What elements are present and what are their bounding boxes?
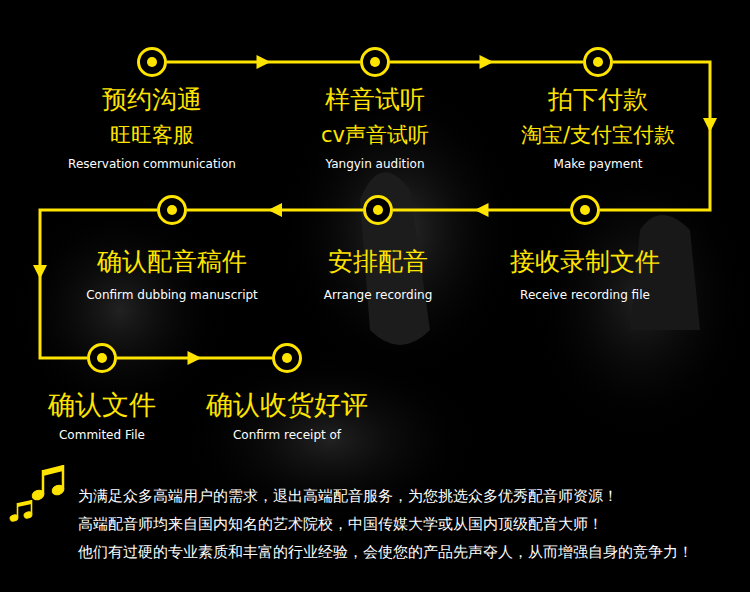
flow-connector bbox=[117, 351, 272, 365]
stage-light bbox=[10, 200, 230, 420]
step-english: Confirm receipt of bbox=[206, 427, 368, 443]
step-node: 预约沟通旺旺客服Reservation communication bbox=[137, 47, 167, 77]
step-node: 样音试听cv声音试听Yangyin audition bbox=[360, 47, 390, 77]
arrow-head bbox=[188, 351, 202, 365]
arrow-head bbox=[257, 55, 271, 69]
step-english: Receive recording file bbox=[510, 287, 660, 303]
step-title: 接收录制文件 bbox=[510, 247, 660, 277]
center-dot bbox=[593, 57, 603, 67]
step-english: Yangyin audition bbox=[321, 156, 429, 172]
flow-connector bbox=[187, 203, 363, 217]
step-node: 确认文件Commited File bbox=[87, 343, 117, 373]
step-title: 样音试听 bbox=[321, 85, 429, 115]
music-note-icon bbox=[9, 465, 65, 522]
step-title: 预约沟通 bbox=[68, 85, 236, 115]
step-node: 安排配音Arrange recording bbox=[363, 195, 393, 225]
step-title: 安排配音 bbox=[324, 247, 433, 277]
step-english: Reservation communication bbox=[68, 156, 236, 172]
notes: 为满足众多高端用户的需求，退出高端配音服务，为您挑选众多优秀配音师资源！高端配音… bbox=[78, 482, 743, 566]
step-text: 确认配音稿件 Confirm dubbing manuscript bbox=[86, 247, 258, 303]
step-title: 确认文件 bbox=[48, 389, 156, 421]
step-title: 确认收货好评 bbox=[206, 389, 368, 421]
step-text: 拍下付款淘宝/支付宝付款 Make payment bbox=[521, 85, 675, 172]
center-dot bbox=[370, 57, 380, 67]
center-dot bbox=[97, 353, 107, 363]
step-subtitle: 淘宝/支付宝付款 bbox=[521, 122, 675, 148]
arrow-head bbox=[268, 203, 282, 217]
step-node: 接收录制文件Receive recording file bbox=[570, 195, 600, 225]
step-node: 确认配音稿件Confirm dubbing manuscript bbox=[157, 195, 187, 225]
step-text: 预约沟通旺旺客服 Reservation communication bbox=[68, 85, 236, 172]
center-dot bbox=[373, 205, 383, 215]
stage-light bbox=[280, 80, 520, 380]
center-dot bbox=[580, 205, 590, 215]
connector-line bbox=[40, 210, 157, 358]
step-text: 确认收货好评 Confirm receipt of bbox=[206, 389, 368, 443]
flow-connector bbox=[390, 55, 583, 69]
flow-connector bbox=[167, 55, 360, 69]
note-text: 他们有过硬的专业素质和丰富的行业经验，会使您的产品先声夺人，从而增强自身的竞争力… bbox=[78, 538, 743, 566]
step-english: Commited File bbox=[48, 427, 156, 443]
step-english: Confirm dubbing manuscript bbox=[86, 287, 258, 303]
note-text: 为满足众多高端用户的需求，退出高端配音服务，为您挑选众多优秀配音师资源！ bbox=[78, 482, 743, 510]
step-text: 样音试听 cv声音试听 Yangyin audition bbox=[321, 85, 429, 172]
arrow-head bbox=[480, 55, 494, 69]
arrow-head bbox=[33, 265, 47, 279]
center-dot bbox=[167, 205, 177, 215]
step-text: 接收录制文件 Receive recording file bbox=[510, 247, 660, 303]
arrow-head bbox=[475, 203, 489, 217]
step-english: Make payment bbox=[521, 156, 675, 172]
center-dot bbox=[147, 57, 157, 67]
step-text: 确认文件 Commited File bbox=[48, 389, 156, 443]
flow-connector bbox=[393, 203, 570, 217]
center-dot bbox=[282, 353, 292, 363]
step-title: 拍下付款 bbox=[521, 85, 675, 115]
step-subtitle: cv声音试听 bbox=[321, 122, 429, 148]
arrow-head bbox=[703, 118, 717, 132]
step-subtitle: 旺旺客服 bbox=[68, 122, 236, 148]
step-english: Arrange recording bbox=[324, 287, 433, 303]
step-node: 确认收货好评Confirm receipt of bbox=[272, 343, 302, 373]
step-node: 拍下付款淘宝/支付宝付款Make payment bbox=[583, 47, 613, 77]
step-title: 确认配音稿件 bbox=[86, 247, 258, 277]
flow-connector bbox=[33, 210, 157, 358]
note-text: 高端配音师均来自国内知名的艺术院校，中国传媒大学或从国内顶级配音大师！ bbox=[78, 510, 743, 538]
step-text: 安排配音 Arrange recording bbox=[324, 247, 433, 303]
